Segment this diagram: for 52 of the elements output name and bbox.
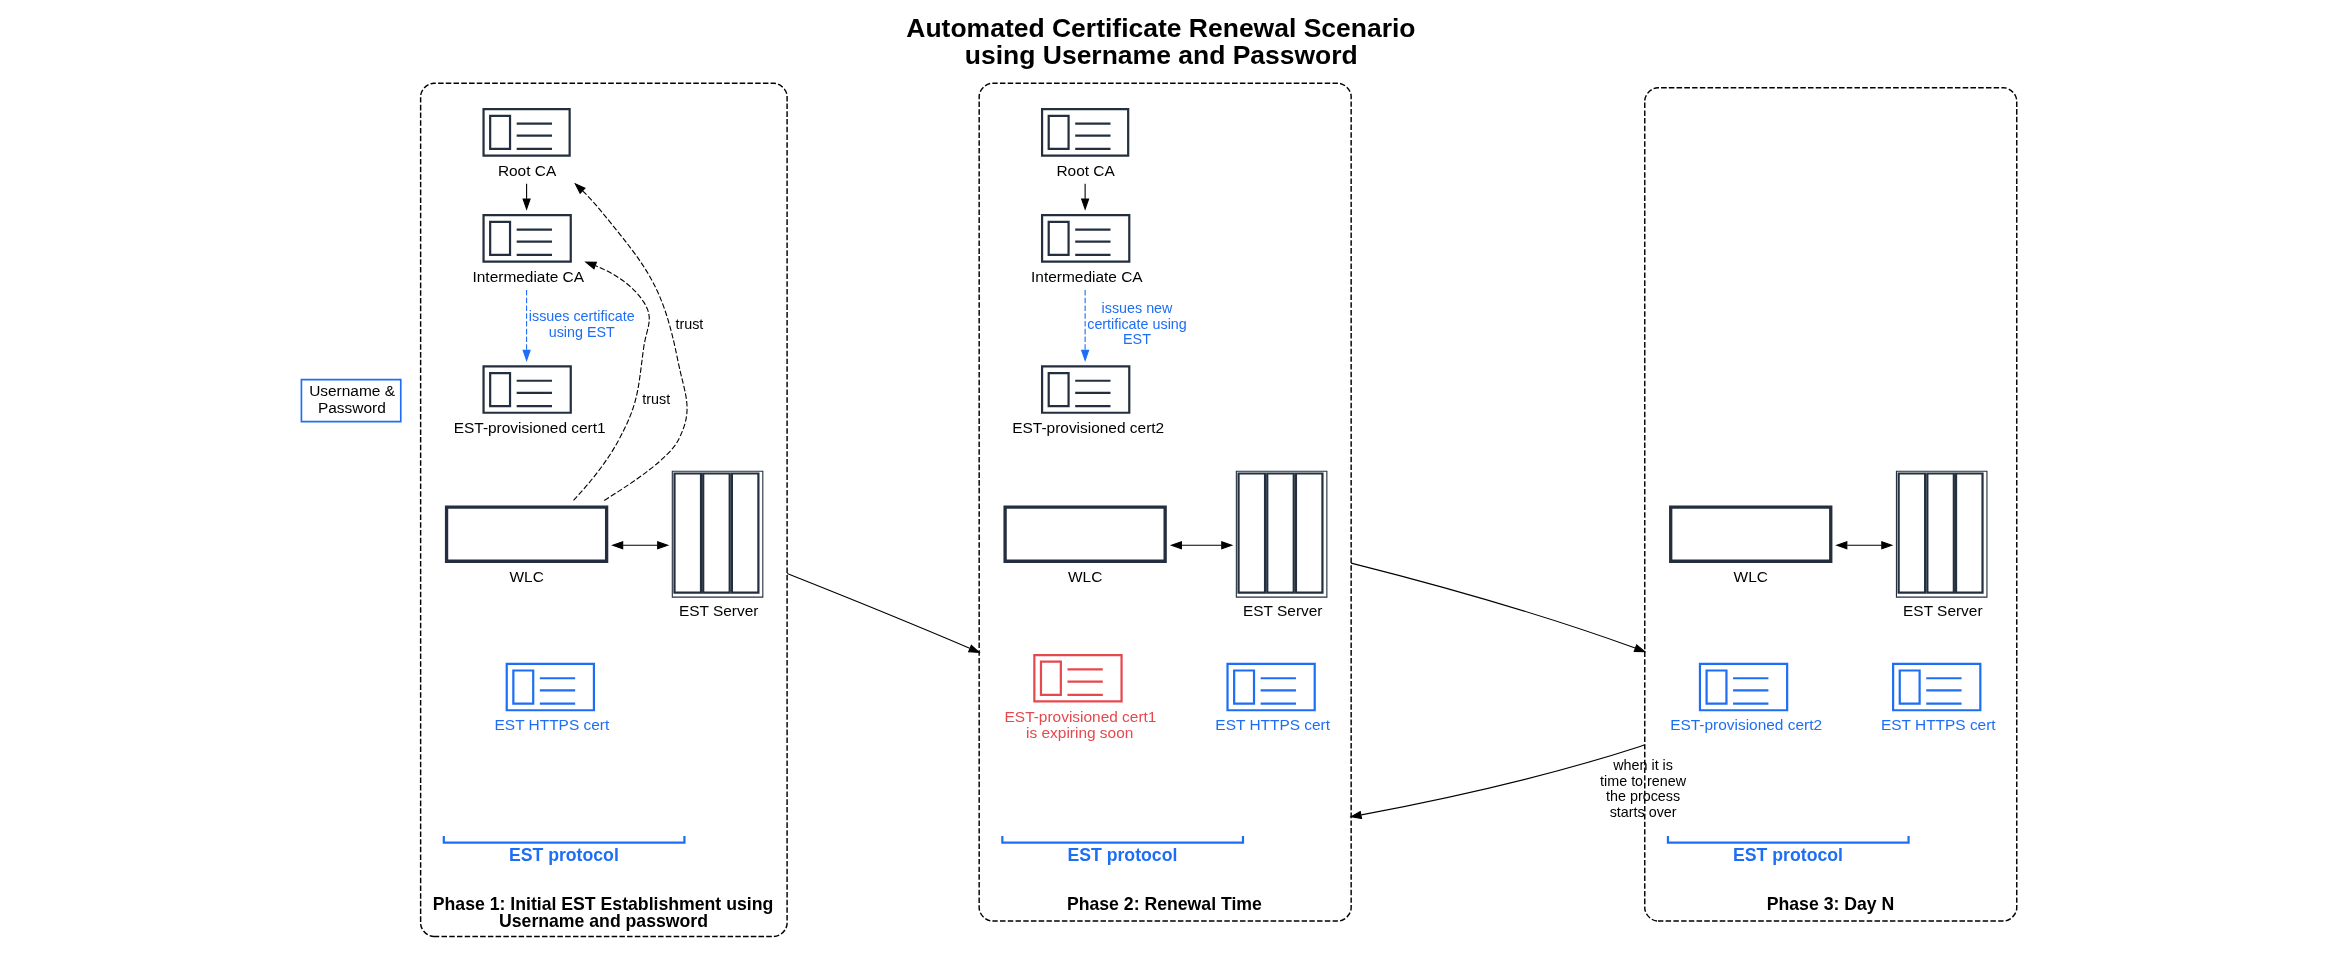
arrow xyxy=(786,573,981,654)
node-box xyxy=(444,505,608,563)
edge-label: trust xyxy=(674,315,703,332)
arrow xyxy=(521,289,531,362)
node-box xyxy=(1698,662,1788,712)
diagram-title: Automated Certificate Renewal Scenario using Username and Password xyxy=(905,13,1416,70)
edge-label: issues certificate using EST xyxy=(528,308,635,340)
node-label: EST Server xyxy=(1902,602,1983,620)
node-label: EST HTTPS cert xyxy=(1214,716,1330,734)
node-label: EST-provisioned cert2 xyxy=(1011,418,1164,436)
node-box: Username & Password xyxy=(300,378,402,423)
node-label: EST HTTPS cert xyxy=(1880,716,1996,734)
node-label: EST-provisioned cert1 xyxy=(453,418,606,436)
node-label: EST Server xyxy=(678,602,758,620)
node-box xyxy=(1040,365,1130,414)
node-box xyxy=(1002,505,1167,563)
node-box xyxy=(505,662,595,712)
node-box xyxy=(481,365,572,414)
arrow xyxy=(573,182,688,501)
label: EST protocol xyxy=(508,845,619,866)
node-box xyxy=(1668,505,1832,563)
node-label: WLC xyxy=(1067,567,1102,585)
label: EST protocol xyxy=(1066,845,1177,866)
arrow xyxy=(1349,744,1645,820)
node-label: EST HTTPS cert xyxy=(494,716,609,734)
label: EST protocol xyxy=(1732,845,1843,866)
edge-label: when it is time to renew the process starts over xyxy=(1599,757,1686,820)
arrow xyxy=(1080,183,1089,211)
node-label: Root CA xyxy=(1055,161,1115,179)
node-box xyxy=(1040,214,1130,263)
node-label: Intermediate CA xyxy=(1030,267,1143,285)
arrow xyxy=(572,261,650,501)
edge-label: trust xyxy=(641,391,670,408)
node-label: EST-provisioned cert2 xyxy=(1669,716,1822,734)
arrow xyxy=(1080,289,1089,362)
arrow xyxy=(610,540,669,550)
node-label: Root CA xyxy=(497,161,556,179)
node-label: EST-provisioned cert1 is expiring soon xyxy=(1004,707,1156,742)
node-box xyxy=(481,214,572,263)
node-label: WLC xyxy=(508,567,544,585)
node-box xyxy=(1891,662,1981,712)
arrow xyxy=(1350,562,1646,653)
node-box xyxy=(1040,108,1129,157)
node-label: Intermediate CA xyxy=(472,267,584,285)
node-box xyxy=(1225,662,1316,712)
arrow xyxy=(1169,540,1233,550)
node-box xyxy=(1032,653,1123,703)
edge-label: issues new certificate using EST xyxy=(1086,300,1187,348)
arrow xyxy=(1834,540,1893,550)
node-box xyxy=(481,108,571,157)
node-label: EST Server xyxy=(1242,602,1322,620)
node-label: WLC xyxy=(1733,567,1768,585)
